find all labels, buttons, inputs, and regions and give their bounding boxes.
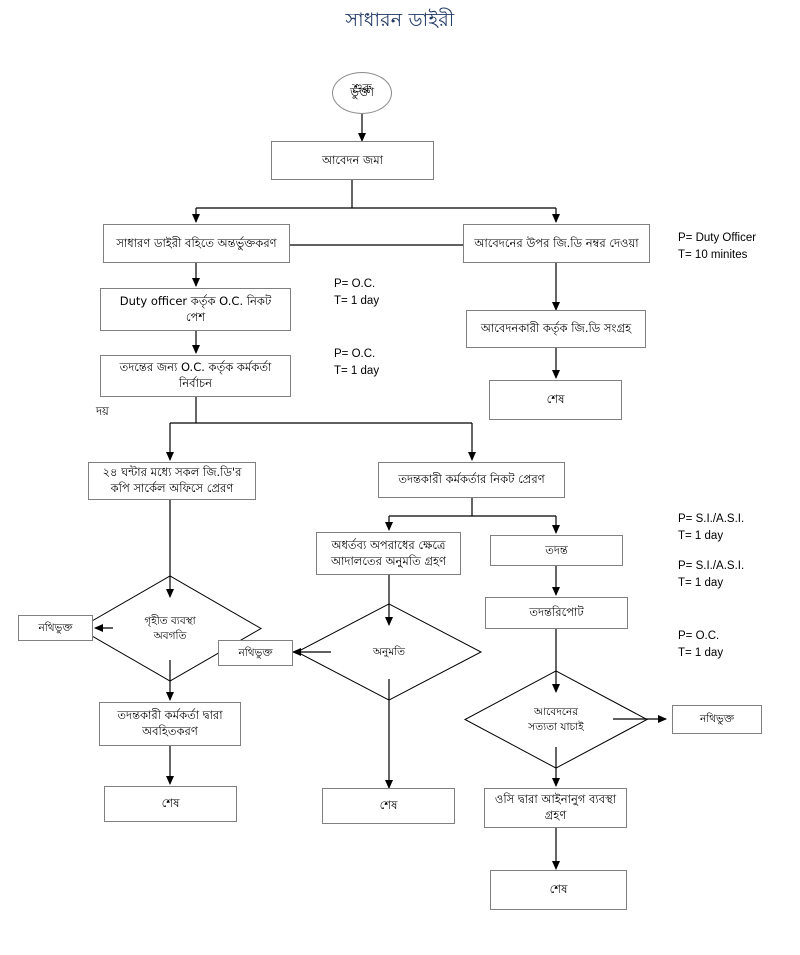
node-gd-number-assign[interactable]: আবেদনের উপর জি.ডি নম্বর দেওয়া	[463, 224, 650, 263]
decision-diamond-outlines	[78, 575, 649, 769]
note-oc-1day-b: P= O.C. T= 1 day	[334, 348, 380, 377]
node-decision-verify[interactable]: আবেদনের সত্যতা যাচাই	[528, 706, 584, 733]
start-label-group: শুরু ভুক্তা	[333, 73, 391, 113]
node-decision-permission[interactable]: অনুমতি	[372, 645, 406, 658]
note-si-asi-1day-b: P= S.I./A.S.I. T= 1 day	[678, 560, 745, 589]
node-end-right-top[interactable]: শেষ	[489, 380, 622, 420]
node-investigation-report[interactable]: তদন্তরিপোট	[485, 597, 628, 629]
node-inform-investigating-officer[interactable]: তদন্তকারী কর্মকর্তা দ্বারা অবহিতকরণ	[99, 702, 241, 746]
node-filed-right[interactable]: নথিভুক্ত	[672, 705, 762, 734]
node-investigation[interactable]: তদন্ত	[490, 535, 623, 566]
node-end-left-bottom[interactable]: শেষ	[104, 786, 237, 822]
node-gd-book-entry[interactable]: সাধারণ ডাইরী বহিতে অন্তর্ভুক্তকরণ	[103, 224, 290, 263]
node-send-to-investigating-officer[interactable]: তদন্তকারী কর্মকর্তার নিকট প্রেরণ	[378, 462, 565, 498]
start-label: শুরু	[352, 81, 372, 95]
stray-label-doy: দয়	[96, 404, 109, 418]
node-application-submit[interactable]: আবেদন জমা	[271, 141, 434, 180]
note-oc-1day-a: P= O.C. T= 1 day	[334, 278, 380, 307]
node-copy-to-circle-office[interactable]: ২৪ ঘন্টার মধ্যে সকল জি.ডি'র কপি সার্কেল …	[88, 462, 256, 500]
node-start[interactable]: শুরু ভুক্তা	[332, 72, 392, 114]
node-filed-middle[interactable]: নথিভুক্ত	[218, 640, 293, 666]
node-filed-left[interactable]: নথিভুক্ত	[18, 615, 93, 641]
node-duty-officer-to-oc[interactable]: Duty officer কর্তৃক O.C. নিকট পেশ	[100, 288, 291, 331]
node-court-permission[interactable]: অধর্তব্য অপরাধের ক্ষেত্রে আদালতের অনুমতি…	[316, 532, 461, 575]
page-title: সাধারন ডাইরী	[345, 9, 455, 31]
node-decision-action-taken[interactable]: গৃহীত ব্যবস্থা অবগতি	[144, 615, 196, 642]
node-oc-legal-action[interactable]: ওসি দ্বারা আইনানুগ ব্যবস্থা গ্রহণ	[484, 788, 627, 828]
note-si-asi-1day-a: P= S.I./A.S.I. T= 1 day	[678, 513, 745, 542]
node-end-middle-bottom[interactable]: শেষ	[322, 788, 455, 824]
start-label-overlap: ভুক্তা	[349, 85, 375, 99]
note-oc-1day-c: P= O.C. T= 1 day	[678, 630, 724, 659]
node-applicant-collects-gd[interactable]: আবেদনকারী কর্তৃক জি.ডি সংগ্রহ	[466, 310, 646, 348]
note-duty-officer: P= Duty Officer T= 10 minites	[678, 232, 757, 261]
node-oc-selects-officer[interactable]: তদন্তের জন্য O.C. কর্তৃক কর্মকর্তা নির্ব…	[100, 355, 291, 397]
node-end-right-bottom[interactable]: শেষ	[490, 870, 627, 910]
